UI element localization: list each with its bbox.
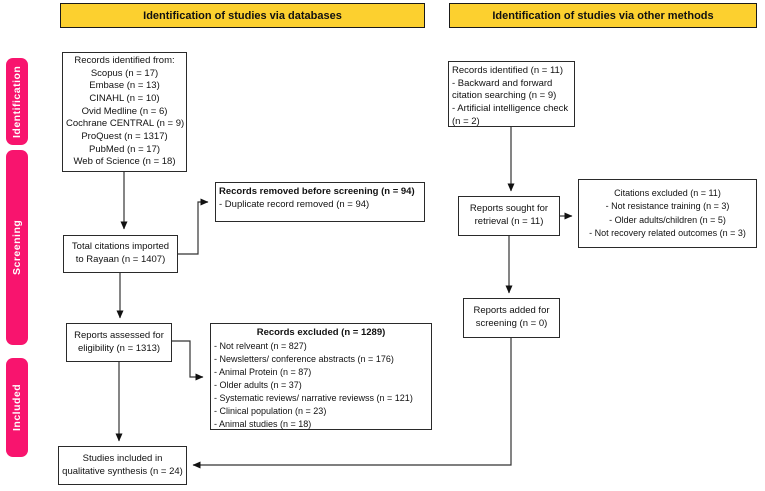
box-line: Cochrane CENTRAL (n = 9)	[66, 118, 185, 130]
box-text: Reports added for screening (n = 0)	[473, 305, 550, 329]
box-line: Scopus (n = 17)	[90, 67, 159, 79]
box-reports-assessed: Reports assessed for eligibility (n = 13…	[66, 323, 172, 362]
box-line: - Older adults/children (n = 5)	[609, 214, 726, 225]
box-line: - Artificial intelligence check (n = 2)	[452, 102, 569, 127]
box-line: Citations excluded (n = 11)	[614, 188, 721, 199]
box-line: - Systematic reviews/ narrative reviewss…	[214, 392, 413, 403]
box-line: - Not recovery related outcomes (n = 3)	[589, 227, 746, 238]
box-line: ProQuest (n = 1317)	[81, 130, 168, 142]
box-title: Records excluded (n = 1289)	[256, 327, 386, 338]
stage-label-screening: Screening	[6, 150, 28, 345]
arrow-assessed-to-excluded	[172, 340, 204, 381]
stage-label-identification: Identification	[6, 58, 28, 145]
box-citations-excluded: Citations excluded (n = 11) - Not resista…	[578, 179, 757, 248]
box-line: Records identified from:	[74, 55, 175, 67]
box-title: Records removed before screening (n = 94…	[219, 186, 415, 197]
header-databases: Identification of studies via databases	[60, 3, 425, 28]
box-text: Reports sought for retrieval (n = 11)	[469, 203, 549, 227]
box-line: - Clinical population (n = 23)	[214, 405, 327, 416]
stage-label-included: Included	[6, 358, 28, 457]
box-line: - Animal Protein (n = 87)	[214, 366, 312, 377]
box-line: - Not relveant (n = 827)	[214, 340, 307, 351]
box-records-removed: Records removed before screening (n = 94…	[215, 182, 425, 222]
box-line: Web of Science (n = 18)	[73, 156, 176, 168]
header-other-methods: Identification of studies via other meth…	[449, 3, 757, 28]
box-line: - Newsletters/ conference abstracts (n =…	[214, 353, 394, 364]
box-line: - Backward and forward citation searchin…	[452, 77, 557, 102]
box-line: Embase (n = 13)	[89, 80, 160, 92]
box-total-citations: Total citations imported to Rayaan (n = …	[63, 235, 178, 273]
arrow-total-to-removed	[178, 198, 209, 255]
box-items: - Not relveant (n = 827) - Newsletters/ c…	[214, 340, 428, 429]
box-line: CINAHL (n = 10)	[89, 93, 160, 105]
box-reports-added: Reports added for screening (n = 0)	[463, 298, 560, 338]
box-line: Ovid Medline (n = 6)	[81, 105, 168, 117]
box-text: Reports assessed for eligibility (n = 13…	[74, 329, 164, 354]
box-line: - Not resistance training (n = 3)	[605, 201, 730, 212]
box-line: - Duplicate record removed (n = 94)	[219, 198, 370, 210]
box-line: - Older adults (n = 37)	[214, 379, 302, 390]
box-line: PubMed (n = 17)	[88, 143, 161, 155]
box-line: - Animal studies (n = 18)	[214, 418, 312, 429]
box-records-identified-databases: Records identified from:Scopus (n = 17)E…	[62, 52, 187, 172]
box-records-identified-other: Records identified (n = 11)- Backward an…	[448, 61, 575, 127]
box-records-excluded: Records excluded (n = 1289) - Not relvea…	[210, 323, 432, 430]
box-items: - Duplicate record removed (n = 94)	[219, 199, 421, 212]
box-line: Records identified (n = 11)	[452, 65, 563, 76]
box-reports-sought: Reports sought for retrieval (n = 11)	[458, 196, 560, 236]
box-text: Studies included in qualitative synthesi…	[62, 452, 183, 477]
box-text: Total citations imported to Rayaan (n = …	[71, 241, 170, 265]
box-studies-included: Studies included in qualitative synthesi…	[58, 446, 187, 485]
